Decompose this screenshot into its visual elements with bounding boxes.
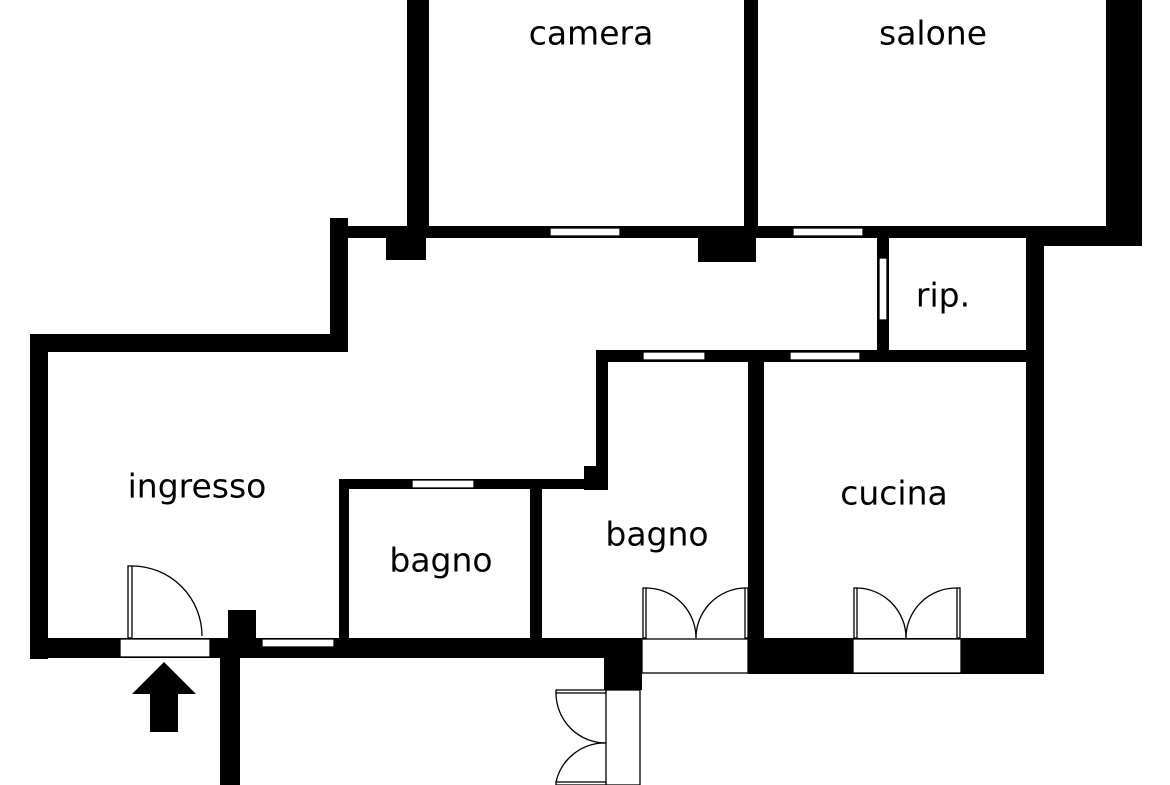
window-cucina [789, 351, 861, 361]
window-bagno-small [411, 479, 475, 489]
windows [119, 227, 962, 785]
room-label-salone: salone [879, 14, 987, 53]
cucina-door-threshold [852, 638, 962, 674]
window-hall-1 [549, 227, 621, 237]
wall-camera-salone-divider [744, 0, 758, 232]
room-label-camera: camera [529, 14, 654, 53]
pillar-middle [698, 226, 756, 262]
wall-ingresso-left [30, 334, 48, 659]
bagno-door-threshold [641, 638, 749, 674]
window-rip [878, 257, 888, 321]
window-hall-2 [792, 227, 864, 237]
wall-hall-top [330, 226, 1042, 238]
pillar-left [386, 226, 426, 260]
arrow-up-icon [132, 662, 196, 732]
lower-double-door [555, 689, 607, 785]
wall-ingresso-top [30, 334, 348, 352]
walls [30, 0, 1142, 785]
room-label-ingresso: ingresso [128, 467, 267, 506]
wall-camera-left [407, 0, 429, 232]
entrance-threshold [119, 638, 211, 658]
room-label-rip: rip. [916, 276, 970, 315]
lower-door-threshold [605, 689, 641, 785]
bagno-double-door [642, 587, 749, 639]
wall-lower-left [220, 638, 240, 785]
room-label-bagno-small: bagno [389, 541, 492, 580]
wall-bagno-small-left [339, 479, 349, 647]
wall-salone-right [1106, 0, 1142, 246]
wall-bagno-large-left [596, 350, 608, 490]
wall-bagno-cucina-divider [748, 350, 764, 674]
window-ingresso-bottom [261, 638, 335, 648]
wall-bagno-divider [530, 479, 542, 647]
entrance-door [127, 565, 203, 639]
wall-salone-bottom-right [1028, 226, 1142, 246]
doors [127, 565, 961, 785]
room-label-cucina: cucina [840, 474, 948, 513]
wall-rip-right [1026, 226, 1044, 674]
room-label-bagno-large: bagno [605, 515, 708, 554]
window-bagno-large [642, 351, 706, 361]
wall-step-vertical [330, 218, 348, 352]
cucina-double-door [853, 587, 961, 639]
pillar-bottom-right [604, 638, 642, 690]
